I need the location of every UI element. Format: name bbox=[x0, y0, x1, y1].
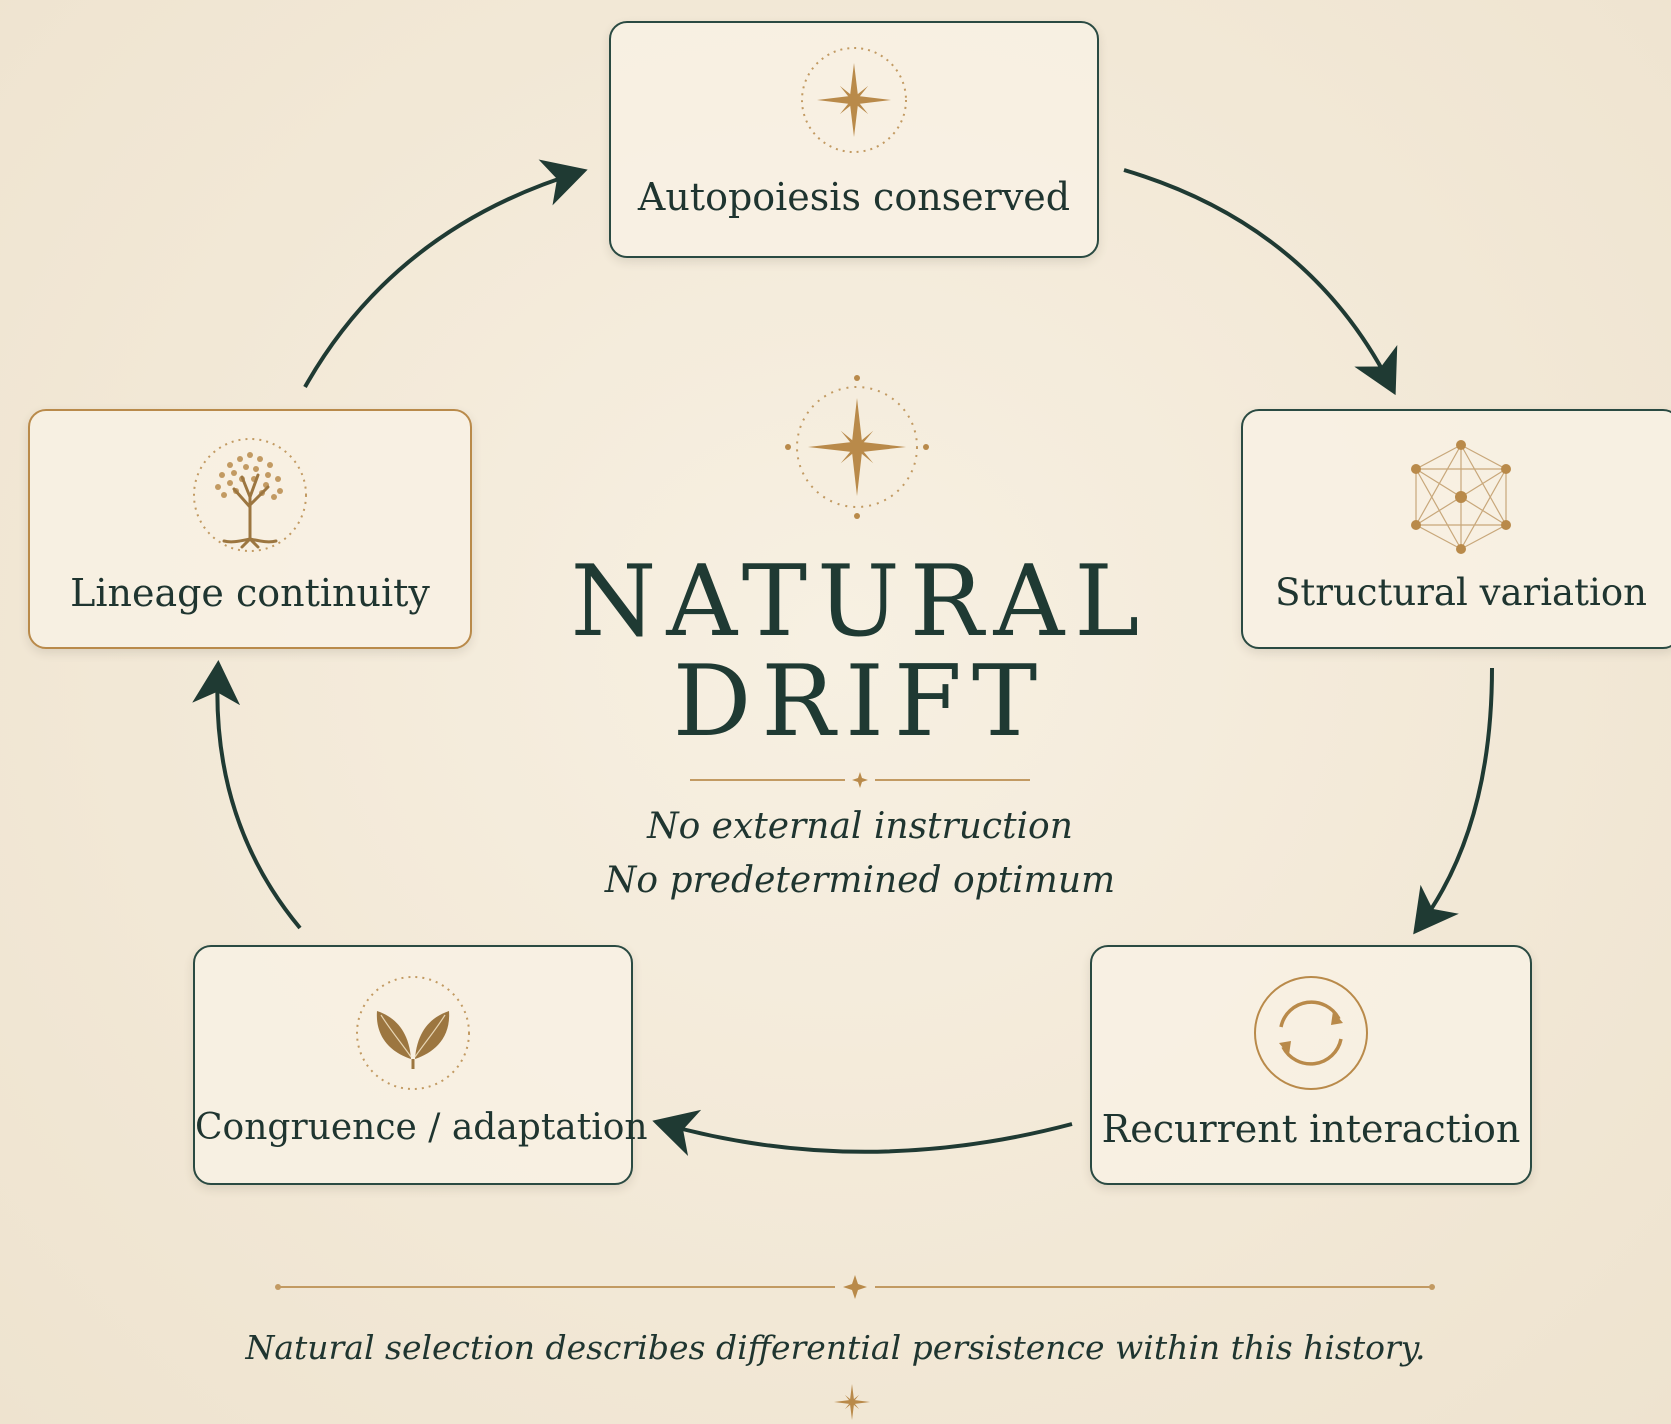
node-lineage-continuity: Lineage continuity bbox=[28, 409, 472, 649]
subtitle-line-1: No external instruction bbox=[647, 806, 1073, 847]
title-line-2: DRIFT bbox=[672, 645, 1048, 759]
node-label: Recurrent interaction bbox=[1101, 1107, 1521, 1151]
node-label: Lineage continuity bbox=[70, 571, 430, 615]
node-congruence-adaptation: Congruence / adaptation bbox=[193, 945, 648, 1185]
compass-star-icon bbox=[801, 47, 907, 153]
page-title: NATURAL DRIFT bbox=[500, 552, 1220, 752]
arrow-autopoiesis-to-structural bbox=[1123, 168, 1398, 396]
footnote: Natural selection describes differential… bbox=[245, 1328, 1426, 1367]
star-ornament-icon bbox=[834, 1384, 870, 1420]
bottom-divider bbox=[275, 1275, 1435, 1299]
leaf-sprout-icon bbox=[356, 976, 470, 1090]
title-divider bbox=[690, 772, 1030, 788]
node-structural-variation: Structural variation bbox=[1241, 409, 1671, 649]
node-label: Autopoiesis conserved bbox=[637, 175, 1071, 219]
node-label: Congruence / adaptation bbox=[195, 1107, 648, 1148]
node-autopoiesis-conserved: Autopoiesis conserved bbox=[609, 21, 1099, 258]
compass-star-icon bbox=[785, 375, 929, 519]
arrow-recurrent-to-congruence bbox=[652, 1109, 1073, 1156]
node-label: Structural variation bbox=[1275, 571, 1647, 614]
tree-icon bbox=[193, 438, 307, 552]
arrow-congruence-to-lineage bbox=[192, 660, 302, 930]
cycle-arrows-icon bbox=[1254, 976, 1368, 1090]
arrow-structural-to-recurrent bbox=[1413, 667, 1494, 935]
network-hexagon-icon bbox=[1411, 440, 1511, 554]
node-recurrent-interaction: Recurrent interaction bbox=[1090, 945, 1532, 1185]
arrow-lineage-to-autopoiesis bbox=[303, 159, 588, 388]
title-line-1: NATURAL bbox=[570, 545, 1150, 659]
subtitle-line-2: No predetermined optimum bbox=[604, 860, 1116, 901]
subtitle: No external instruction No predetermined… bbox=[540, 800, 1180, 908]
